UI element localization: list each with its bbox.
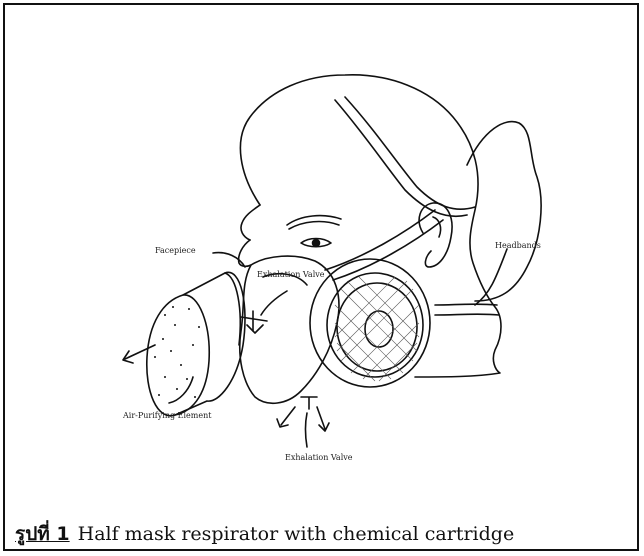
- right-cartridge-outer: [310, 259, 430, 387]
- label-facepiece: Facepiece: [155, 246, 196, 255]
- bottom-valve: [301, 397, 317, 409]
- figure-frame: Facepiece Headbands Exhalation Valve Air…: [3, 3, 639, 551]
- headstrap-neck: [435, 304, 497, 305]
- label-exhalation-valve-top: Exhalation Valve: [257, 270, 325, 279]
- arrow-bottom-right: [317, 407, 325, 429]
- figure-caption: รูปที่ 1 Half mask respirator with chemic…: [15, 519, 514, 549]
- respirator-illustration: [5, 5, 644, 495]
- strap-loop: [467, 122, 541, 301]
- left-cartridge: [147, 272, 245, 415]
- arrow-left: [125, 345, 155, 359]
- label-headbands: Headbands: [495, 241, 541, 250]
- forehead: [241, 205, 260, 240]
- leader-exvalve-top: [261, 291, 287, 315]
- headstrap-top: [335, 100, 467, 216]
- arrow-bottom-left: [281, 407, 295, 425]
- label-exhalation-valve-bottom: Exhalation Valve: [285, 453, 353, 462]
- leader-apelement: [169, 377, 193, 403]
- caption-number: รูปที่ 1: [15, 523, 70, 545]
- caption-text: Half mask respirator with chemical cartr…: [78, 523, 515, 545]
- leader-headbands: [475, 249, 507, 305]
- label-air-purifying-element: Air-Purifying Element: [123, 411, 211, 420]
- leader-exvalve-bottom: [306, 413, 308, 447]
